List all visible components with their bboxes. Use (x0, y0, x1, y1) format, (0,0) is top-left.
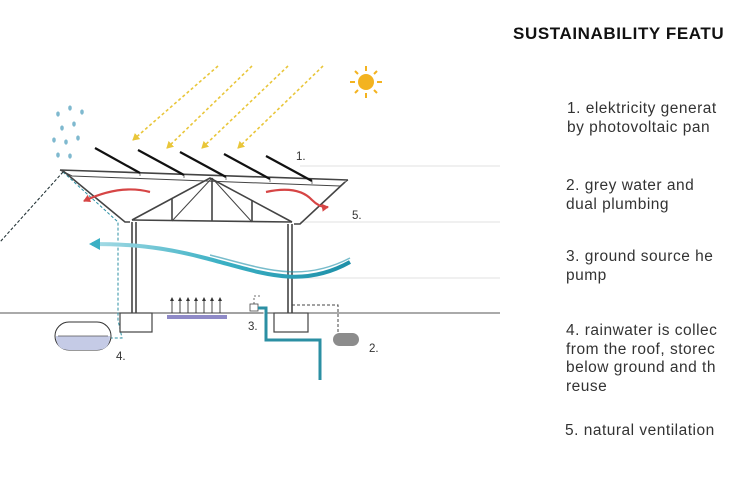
rainwater-tank (54, 321, 112, 351)
feature-line: below ground and th (566, 359, 716, 376)
feature-line: from the roof, storec (566, 340, 716, 358)
feature-ventilation: 5. natural ventilation (565, 422, 715, 441)
feature-line: pump (566, 266, 607, 284)
sustainability-section-diagram: 1. 2. 3. 4. 5. (0, 65, 500, 380)
feature-line: 2. grey water and (566, 177, 695, 194)
feature-line: 1. elektricity generat (567, 100, 717, 117)
feature-line: dual plumbing (566, 195, 670, 213)
feature-line: by photovoltaic pan (567, 118, 711, 136)
label-ground-source: 3. (248, 321, 258, 333)
ventilation-flow-teal (89, 238, 351, 279)
feature-line: reuse (566, 377, 608, 395)
feature-line: 5. natural ventilation (565, 422, 715, 439)
foundations (119, 312, 309, 333)
label-pv: 1. (296, 151, 306, 163)
feature-rainwater: 4. rainwater is collec from the roof, st… (566, 322, 717, 396)
label-rainwater: 4. (116, 351, 126, 363)
grey-water-system (292, 304, 359, 346)
ventilation-arrows-red (83, 188, 329, 212)
label-greywater: 2. (369, 343, 379, 355)
feature-line: 4. rainwater is collec (566, 322, 718, 339)
page-title: SUSTAINABILITY FEATU (513, 24, 725, 43)
columns (131, 222, 293, 313)
feature-ground-source: 3. ground source he pump (566, 248, 713, 285)
photovoltaic-panels (94, 147, 313, 182)
sun-rays (132, 65, 324, 149)
label-ventilation: 5. (352, 210, 362, 222)
sun-icon (350, 66, 382, 98)
feature-greywater: 2. grey water and dual plumbing (566, 177, 694, 214)
feature-line: 3. ground source he (566, 248, 714, 265)
rain-drops-icon (52, 105, 84, 159)
feature-pv: 1. elektricity generat by photovoltaic p… (567, 100, 717, 137)
ground-source-heat-pump (152, 295, 322, 380)
roof (59, 169, 349, 225)
